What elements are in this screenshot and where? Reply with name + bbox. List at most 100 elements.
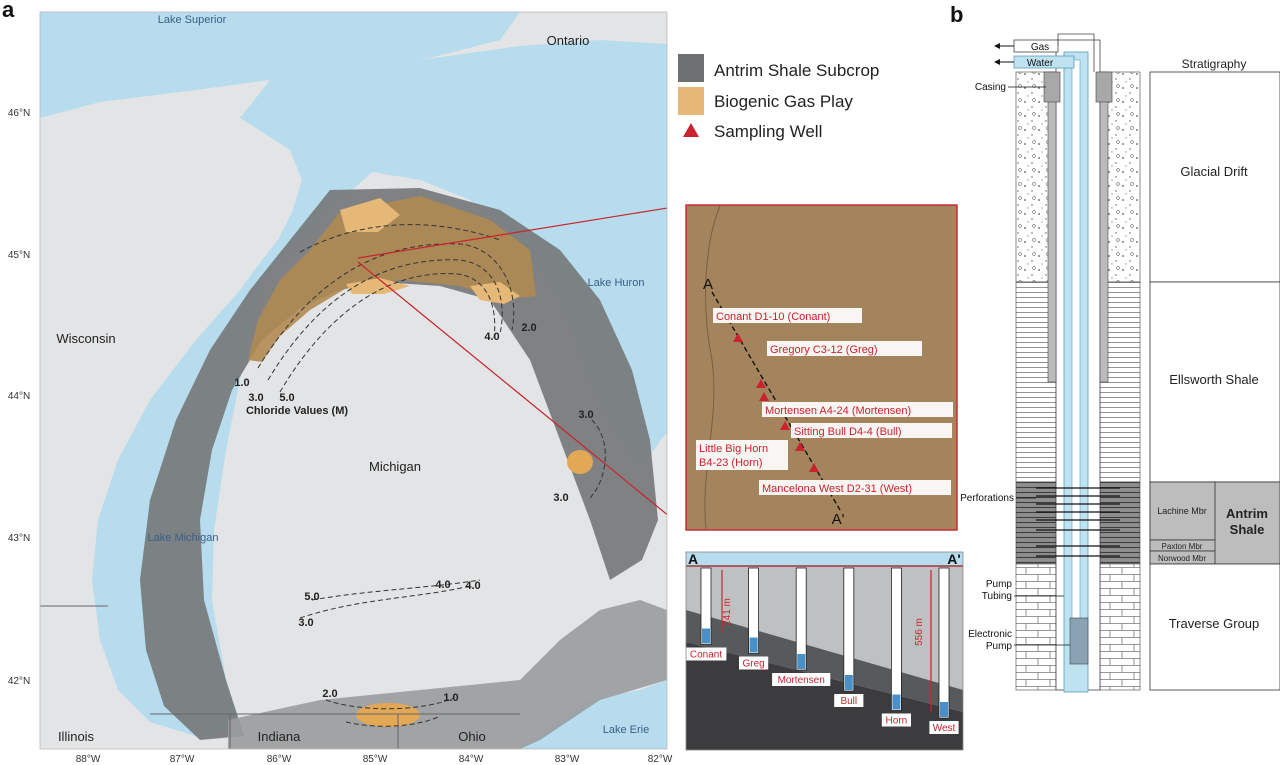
casing-collar-left [1043, 71, 1061, 103]
xs-well-water [702, 628, 710, 644]
biogenic-gas-play [248, 196, 536, 362]
formation-antrim-right [1099, 481, 1141, 565]
panel-b-label: b [950, 2, 963, 27]
latitude-axis: 46°N 45°N 44°N 43°N 42°N [8, 108, 30, 687]
legend: Antrim Shale Subcrop Biogenic Gas Play S… [678, 54, 879, 141]
formation-antrim-left [1015, 481, 1057, 565]
casing-label: Casing [975, 82, 1006, 93]
xs-well-water [892, 694, 901, 710]
chloride-label: 3.0 [298, 617, 313, 629]
unit-traverse [1149, 563, 1280, 691]
inset-well-label: Little Big Horn [699, 443, 768, 455]
xs-well-label: Conant [690, 650, 722, 661]
chloride-label: 4.0 [435, 579, 450, 591]
inset-well-label-box [713, 308, 862, 323]
inset-end-label: A' [832, 511, 845, 528]
perforations [1036, 487, 1120, 557]
xs-frame [685, 551, 964, 751]
xs-well-label-box [686, 647, 727, 661]
inset-well-label: Mortensen A4-24 (Mortensen) [765, 405, 911, 417]
chloride-label: 4.0 [484, 331, 499, 343]
pump-tubing-label: Tubing [982, 591, 1012, 602]
lon-tick: 82°W [648, 754, 673, 765]
inset-start-label: A [703, 276, 713, 293]
xs-well-label: West [933, 723, 956, 734]
unit-paxton-label: Paxton Mbr [1162, 542, 1203, 551]
xs-well-casing [700, 567, 712, 645]
inset-frame [685, 204, 958, 531]
perforations-label: Perforations [960, 493, 1014, 504]
lon-tick: 87°W [170, 754, 195, 765]
legend-swatch-subcrop [678, 54, 704, 82]
xs-well-label: Greg [742, 659, 764, 670]
casing-right [1099, 71, 1109, 383]
xs-well-casing [938, 567, 950, 719]
lake-superior-water [40, 12, 520, 118]
xs-well-label: Horn [886, 716, 908, 727]
label-wisconsin: Wisconsin [56, 331, 115, 346]
legend-label-gas-play: Biogenic Gas Play [714, 92, 853, 111]
xs-well-label-box [739, 656, 769, 670]
inset-guide-line [357, 261, 667, 516]
inset-well-marker [733, 333, 743, 342]
gas-play-highlight-east [470, 282, 520, 304]
unit-glacial-drift [1149, 71, 1280, 283]
formation-traverse-left [1015, 563, 1057, 691]
chloride-label: 3.0 [578, 409, 593, 421]
casing-collar-right [1095, 71, 1113, 103]
label-lake-huron: Lake Huron [588, 277, 645, 289]
tubing-inner [1071, 59, 1081, 621]
unit-lachine-label: Lachine Mbr [1157, 506, 1207, 516]
chloride-label: 3.0 [553, 492, 568, 504]
inset-well-marker [780, 421, 790, 430]
inset-well-marker [795, 442, 805, 451]
unit-glacial-drift-label: Glacial Drift [1180, 164, 1248, 179]
gas-play-spot-east [567, 450, 593, 474]
well-schematic: Gas Water Casing Perforations Pump Tubin… [960, 33, 1141, 693]
formation-traverse-right [1099, 563, 1141, 691]
lon-tick: 84°W [459, 754, 484, 765]
inset-shoreline [704, 205, 721, 530]
lake-erie-water [520, 680, 667, 749]
inset-well-marker [759, 392, 769, 401]
chloride-label: 3.0 [248, 392, 263, 404]
xs-well-water [940, 702, 948, 717]
gas-play-spot-south [356, 703, 420, 727]
label-illinois: Illinois [58, 729, 95, 744]
stratigraphy-header: Stratigraphy [1182, 57, 1247, 71]
inset-well-label-box [791, 423, 952, 438]
chloride-label: 4.0 [465, 580, 480, 592]
inset-well-labels: Conant D1-10 (Conant) Gregory C3-12 (Gre… [696, 308, 953, 495]
chloride-caption: Chloride Values (M) [246, 405, 348, 417]
xs-well-label: Bull [840, 696, 857, 707]
panel-a-label: a [2, 0, 15, 22]
inset-well-marker [756, 379, 766, 388]
legend-label-subcrop: Antrim Shale Subcrop [714, 61, 879, 80]
xs-well-label-box [929, 721, 959, 734]
unit-antrim-label: Antrim [1226, 506, 1268, 521]
lat-tick: 46°N [8, 108, 30, 119]
label-lake-erie: Lake Erie [603, 724, 649, 736]
gas-arrow-head [994, 43, 1000, 49]
unit-lachine [1149, 481, 1216, 541]
inset-well-label-box [762, 402, 953, 417]
water-arrow-head [994, 59, 1000, 65]
inset-well-label: Sitting Bull D4-4 (Bull) [794, 426, 902, 438]
inset-guide-line [357, 207, 667, 259]
label-indiana: Indiana [258, 729, 301, 744]
legend-marker-well [683, 123, 699, 137]
lon-tick: 88°W [76, 754, 101, 765]
lakes-michigan-huron-water [92, 40, 667, 736]
xs-well-casing [843, 567, 855, 692]
xs-depth-label: 241 m [722, 598, 733, 626]
inset-well-label-box [759, 480, 951, 495]
xs-well-casing [891, 567, 902, 711]
pump-tubing-label: Pump [986, 579, 1013, 590]
unit-norwood-label: Norwood Mbr [1158, 554, 1206, 563]
antrim-subcrop-south [228, 600, 667, 749]
inset-well-marker [809, 463, 819, 472]
chloride-label: 5.0 [279, 392, 294, 404]
inset-well-label-box [767, 341, 922, 356]
